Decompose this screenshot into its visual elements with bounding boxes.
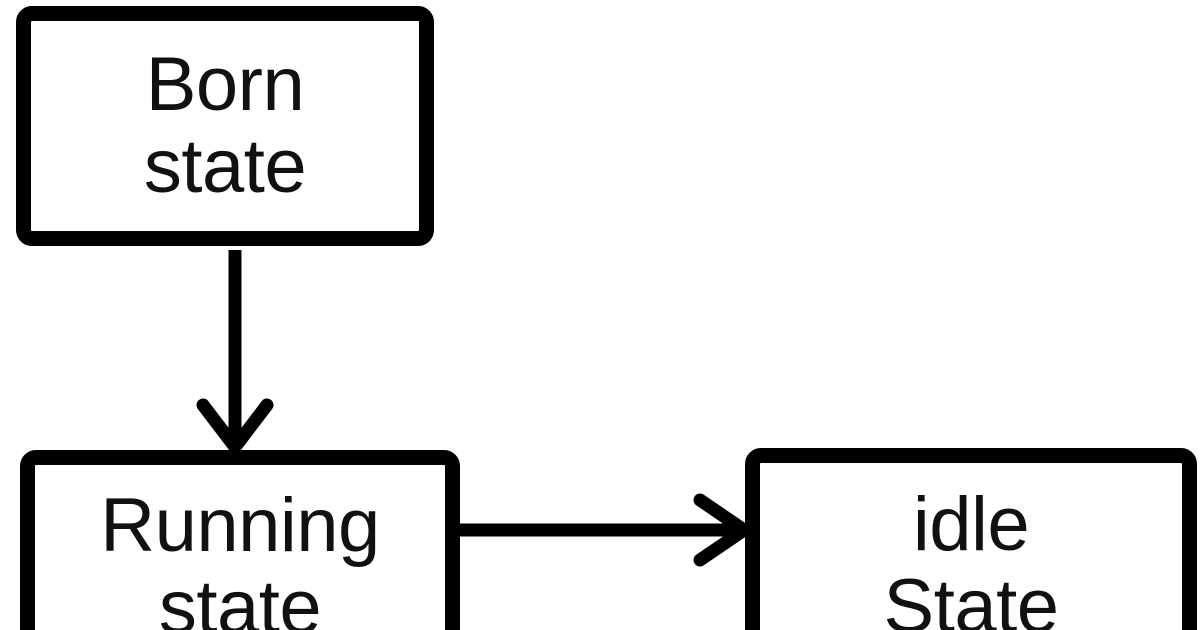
edge-running-to-idle-arrowhead <box>693 493 751 567</box>
edge-born-to-running-arrowhead <box>196 398 274 454</box>
edge-running-to-idle <box>458 493 751 567</box>
edge-born-to-running <box>196 250 274 454</box>
node-idle-state-label: idle State <box>883 481 1059 630</box>
node-running-state-label: Running state <box>100 482 380 630</box>
node-idle-state[interactable]: idle State <box>745 448 1197 630</box>
node-born-state[interactable]: Born state <box>16 6 434 246</box>
node-running-state[interactable]: Running state <box>20 450 460 630</box>
node-born-state-label: Born state <box>143 41 307 209</box>
